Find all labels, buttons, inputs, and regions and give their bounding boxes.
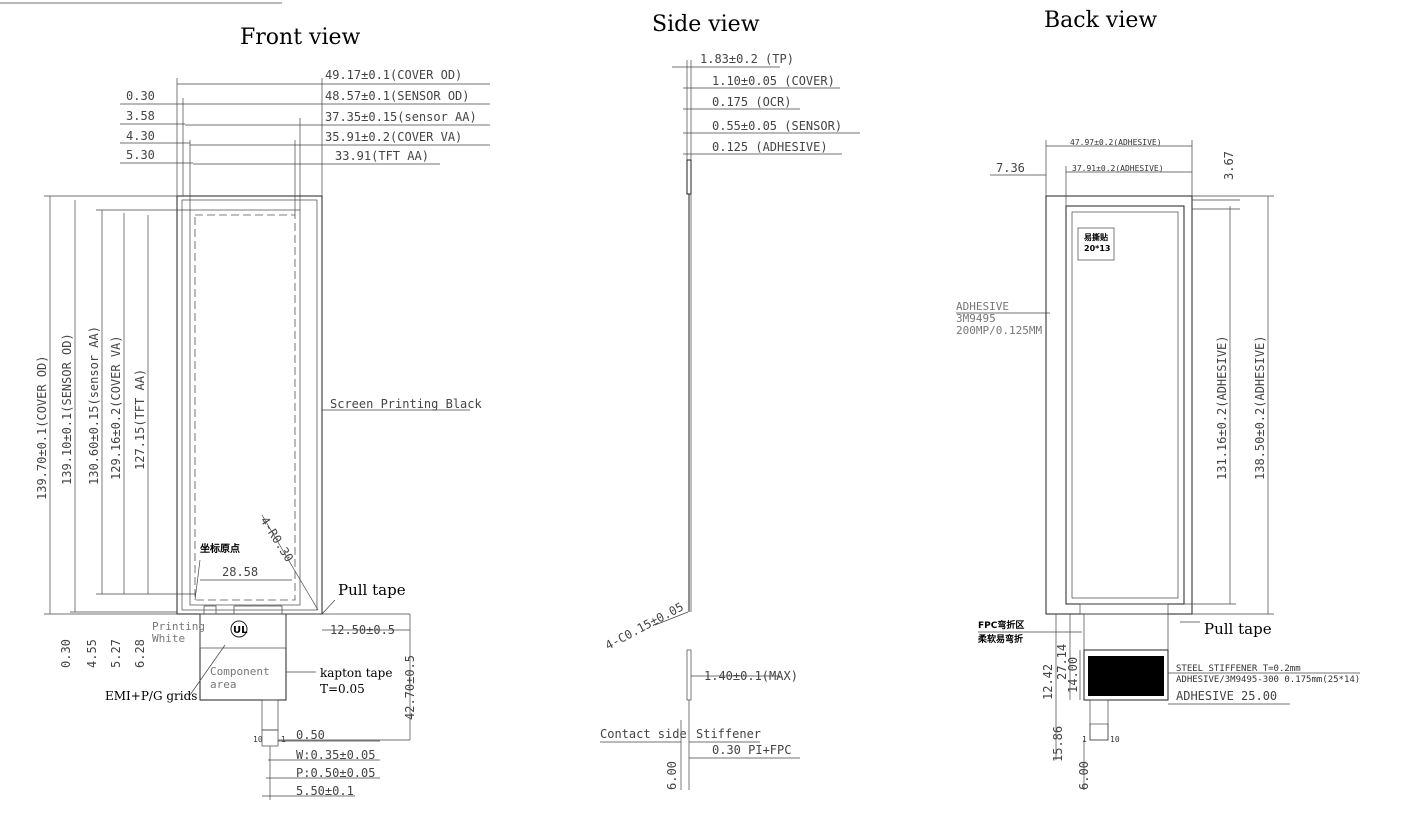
kapton-line1: kapton tape bbox=[320, 666, 392, 680]
emi-label: EMI+P/G grids bbox=[105, 689, 197, 703]
fpc-dim-0: 0.50 bbox=[296, 728, 325, 742]
front-va-outline bbox=[189, 209, 301, 606]
back-dim-right: 3.67 bbox=[1222, 151, 1236, 180]
front-title: Front view bbox=[240, 25, 361, 50]
printing-line2: White bbox=[152, 632, 185, 645]
steel-label: STEEL STIFFENER T=0.2mm bbox=[1176, 664, 1301, 674]
back-fpc-bend bbox=[1083, 613, 1169, 651]
back-dim-left: 7.36 bbox=[996, 161, 1025, 175]
width-inner: 28.58 bbox=[222, 565, 258, 579]
back-fpc-body bbox=[1083, 649, 1169, 701]
side-layer-0: 1.83±0.2 (TP) bbox=[700, 52, 794, 66]
dim-left-0: 0.30 bbox=[126, 89, 155, 103]
easy-peel-tab bbox=[1077, 227, 1115, 261]
adh-line1: ADHESIVE bbox=[956, 300, 1009, 313]
easy-peel-label: 易撕贴 bbox=[1084, 232, 1108, 242]
pull-tape-dim: 12.50±0.5 bbox=[330, 623, 395, 637]
dim-tft-aa: 33.91(TFT AA) bbox=[335, 149, 429, 163]
dim-v-cover-od: 139.70±0.1(COVER OD) bbox=[35, 356, 49, 501]
side-layer-3: 0.55±0.05 (SENSOR) bbox=[712, 119, 842, 133]
origin-label: 坐标原点 bbox=[200, 542, 240, 555]
dim-v-sensor-aa: 130.60±0.15(sensor AA) bbox=[87, 326, 101, 485]
side-pi-fpc: 0.30 PI+FPC bbox=[712, 743, 791, 757]
screen-print-label: Screen Printing Black bbox=[330, 397, 482, 411]
dim-v-tft-aa: 127.15(TFT AA) bbox=[133, 369, 147, 470]
dim-sensor-aa: 37.35±0.15(sensor AA) bbox=[325, 110, 477, 124]
component-line2: area bbox=[210, 678, 237, 691]
front-sensor-outline bbox=[181, 199, 318, 611]
front-view: Front view 49.17±0.1(COVER OD) 48.57±0.1… bbox=[35, 25, 490, 800]
back-v-0: 12.42 bbox=[1041, 664, 1055, 700]
bdim-2: 5.27 bbox=[109, 639, 123, 668]
side-layer-2: 0.175 (OCR) bbox=[712, 95, 791, 109]
bdim-0: 0.30 bbox=[59, 639, 73, 668]
back-v-2: 14.00 bbox=[1066, 657, 1080, 693]
fpc-bend-2: 柔软易弯折 bbox=[977, 633, 1023, 645]
side-layer-1: 1.10±0.05 (COVER) bbox=[712, 74, 835, 88]
back-dim-v1: 131.16±0.2(ADHESIVE) bbox=[1215, 336, 1229, 481]
side-layer-4: 0.125 (ADHESIVE) bbox=[712, 140, 828, 154]
side-dim6: 6.00 bbox=[665, 761, 679, 790]
fpc-bend-1: FPC弯折区 bbox=[978, 619, 1024, 631]
adh-line3: 200MP/0.125MM bbox=[956, 324, 1042, 337]
back-dim-top1: 47.97±0.2(ADHESIVE) bbox=[1070, 138, 1162, 147]
dim-v-sensor-od: 139.10±0.1(SENSOR OD) bbox=[60, 333, 74, 485]
fpc-length: 42.70±0.5 bbox=[403, 655, 417, 720]
printing-line1: Printing bbox=[152, 620, 205, 633]
radius-label: 4-R0.30 bbox=[257, 514, 296, 564]
back-v-3: 15.86 bbox=[1051, 726, 1065, 762]
easy-peel-size: 20*13 bbox=[1084, 244, 1110, 253]
side-stack bbox=[686, 159, 692, 195]
back-v-4: 6.00 bbox=[1077, 761, 1091, 790]
back-fpc-top bbox=[1079, 603, 1169, 615]
fpc-dim-2: P:0.50±0.05 bbox=[296, 766, 375, 780]
back-fpc-tail bbox=[1089, 699, 1109, 741]
adh3-label: ADHESIVE 25.00 bbox=[1176, 689, 1277, 703]
side-max: 1.40±0.1(MAX) bbox=[704, 669, 798, 683]
dim-v-cover-va: 129.16±0.2(COVER VA) bbox=[109, 336, 123, 481]
side-title: Side view bbox=[652, 12, 760, 37]
back-view: Back view 易撕贴 20*13 47.97±0.2(ADHESIVE) … bbox=[956, 8, 1360, 790]
pin-left: 10 bbox=[253, 735, 263, 744]
bdim-3: 6.28 bbox=[133, 639, 147, 668]
steel-stiffener bbox=[1088, 656, 1164, 696]
side-stiffener-label: Stiffener bbox=[696, 727, 761, 741]
back-dim-top2: 37.91±0.2(ADHESIVE) bbox=[1072, 164, 1164, 173]
side-view: Side view 1.83±0.2 (TP) 1.10±0.05 (COVER… bbox=[600, 12, 860, 790]
dim-cover-od: 49.17±0.1(COVER OD) bbox=[325, 68, 462, 82]
back-dim-v2: 138.50±0.2(ADHESIVE) bbox=[1253, 336, 1267, 481]
fpc-tail bbox=[261, 699, 279, 731]
kapton-line2: T=0.05 bbox=[320, 682, 365, 696]
side-contact: Contact side bbox=[600, 727, 687, 741]
back-inner bbox=[1071, 211, 1179, 599]
fpc-dim-3: 5.50±0.1 bbox=[296, 784, 354, 798]
dim-left-1: 3.58 bbox=[126, 109, 155, 123]
dim-left-3: 5.30 bbox=[126, 148, 155, 162]
component-line1: Component bbox=[210, 665, 270, 678]
back-pull-tape: Pull tape bbox=[1204, 620, 1272, 638]
bdim-1: 4.55 bbox=[85, 639, 99, 668]
back-title: Back view bbox=[1044, 8, 1157, 33]
dim-sensor-od: 48.57±0.1(SENSOR OD) bbox=[325, 89, 470, 103]
ul-icon bbox=[230, 620, 248, 638]
ul-text: UL bbox=[233, 625, 248, 636]
pull-tape-label: Pull tape bbox=[338, 581, 406, 599]
back-adhesive bbox=[1045, 195, 1193, 615]
back-pin-left: 1 bbox=[1082, 735, 1087, 744]
dim-cover-va: 35.91±0.2(COVER VA) bbox=[325, 130, 462, 144]
front-tft-aa bbox=[194, 214, 296, 601]
side-chamfer: 4-C0.15±0.05 bbox=[603, 600, 686, 653]
dim-left-2: 4.30 bbox=[126, 129, 155, 143]
back-pin-right: 10 bbox=[1110, 735, 1120, 744]
adh2-label: ADHESIVE/3M9495-300 0.175mm(25*14) bbox=[1176, 675, 1360, 685]
pin-right: 1 bbox=[281, 735, 286, 744]
fpc-dim-1: W:0.35±0.05 bbox=[296, 748, 375, 762]
side-stiffener bbox=[686, 649, 692, 701]
adh-line2: 3M9495 bbox=[956, 312, 996, 325]
back-window bbox=[1065, 205, 1185, 605]
back-v-1: 27.14 bbox=[1055, 644, 1069, 680]
